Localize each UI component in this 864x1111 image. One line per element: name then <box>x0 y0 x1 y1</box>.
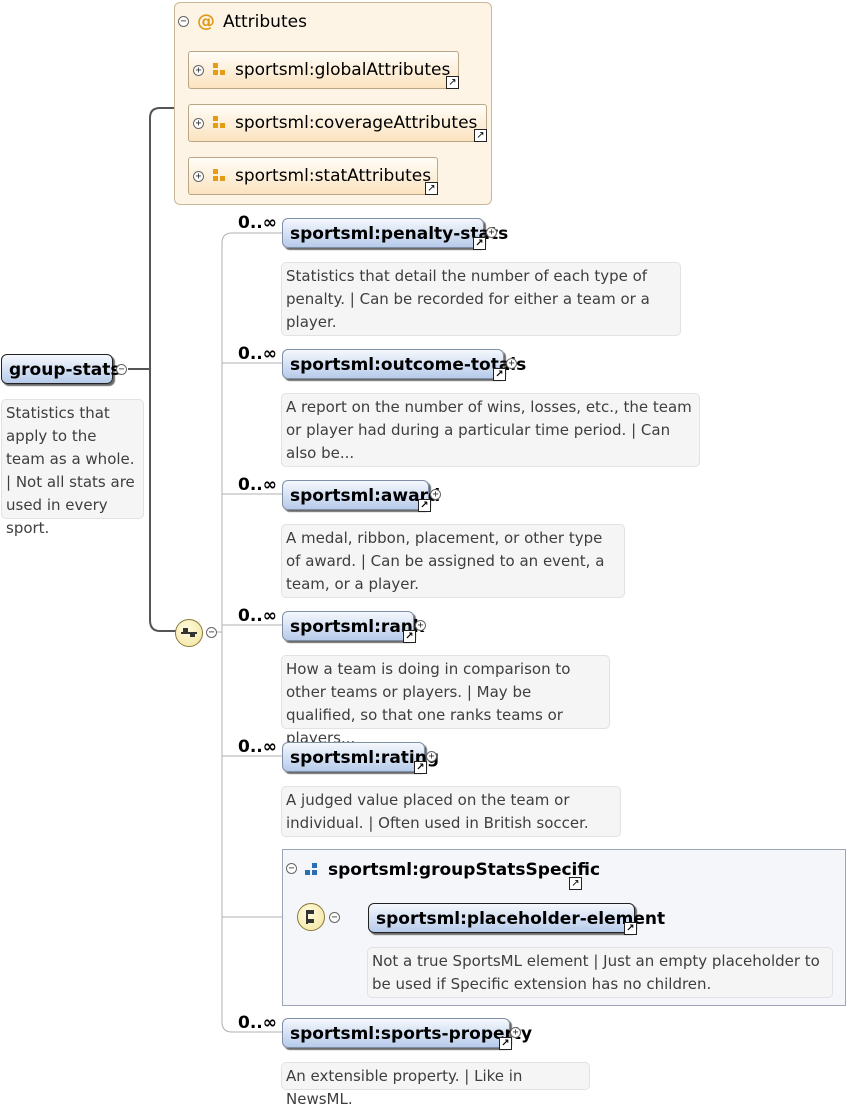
element-description: Not a true SportsML element | Just an em… <box>367 947 833 998</box>
root-element-group-stats[interactable]: group-stats <box>1 354 121 384</box>
link-arrow-icon[interactable]: ↗ <box>499 1037 512 1050</box>
element-group-icon <box>305 863 317 875</box>
link-arrow-icon[interactable]: ↗ <box>624 922 637 935</box>
element-description: A judged value placed on the team or ind… <box>281 786 621 837</box>
cardinality-label: 0..∞ <box>238 606 277 626</box>
cardinality-label: 0..∞ <box>238 344 277 364</box>
cardinality-label: 0..∞ <box>238 475 277 495</box>
attributes-title: Attributes <box>223 12 307 32</box>
expand-icon[interactable]: + <box>510 1027 521 1038</box>
root-description: Statistics that apply to the team as a w… <box>1 399 144 537</box>
element-label: sportsml:penalty-stats <box>290 224 509 244</box>
cardinality-label: 0..∞ <box>238 737 277 757</box>
attribute-group-icon <box>213 116 225 128</box>
element-label: sportsml:outcome-totals <box>290 355 527 375</box>
element-placeholder-element[interactable]: sportsml:placeholder-element ↗ <box>368 903 665 935</box>
group-label: sportsml:groupStatsSpecific <box>328 860 601 880</box>
element-outcome-totals[interactable]: sportsml:outcome-totals ↗ <box>282 349 526 381</box>
expand-icon[interactable]: + <box>415 620 426 631</box>
expand-icon[interactable]: + <box>486 227 497 238</box>
element-rank[interactable]: sportsml:rank ↗ <box>282 611 424 643</box>
element-description: A report on the number of wins, losses, … <box>281 393 700 467</box>
element-label: sportsml:award <box>290 486 441 506</box>
link-arrow-icon[interactable]: ↗ <box>446 76 459 89</box>
collapse-icon[interactable]: − <box>329 912 340 923</box>
expand-icon[interactable]: + <box>193 65 204 76</box>
link-arrow-icon[interactable]: ↗ <box>414 761 427 774</box>
attributes-panel: − @ Attributes + sportsml:globalAttribut… <box>174 2 492 205</box>
attribute-group-label: sportsml:statAttributes <box>235 166 432 186</box>
expand-icon[interactable]: + <box>193 171 204 182</box>
attribute-group-coverage[interactable]: + sportsml:coverageAttributes ↗ <box>188 104 487 142</box>
attribute-at-icon: @ <box>197 11 215 32</box>
attribute-group-stat[interactable]: + sportsml:statAttributes ↗ <box>188 157 438 195</box>
element-description: An extensible property. | Like in NewsML… <box>281 1062 590 1108</box>
attribute-group-label: sportsml:globalAttributes <box>235 60 451 80</box>
attribute-group-icon <box>213 63 225 75</box>
element-award[interactable]: sportsml:award ↗ <box>282 480 440 512</box>
collapse-icon[interactable]: − <box>178 16 189 27</box>
element-description: How a team is doing in comparison to oth… <box>281 655 610 747</box>
attribute-group-global[interactable]: + sportsml:globalAttributes ↗ <box>188 51 459 89</box>
link-arrow-icon[interactable]: ↗ <box>473 237 486 250</box>
link-arrow-icon[interactable]: ↗ <box>493 368 506 381</box>
element-label: sportsml:rank <box>290 617 425 637</box>
collapse-icon[interactable]: − <box>286 863 297 874</box>
element-label: sportsml:placeholder-element <box>376 909 666 929</box>
cardinality-label: 0..∞ <box>238 1013 277 1033</box>
element-label: sportsml:sports-property <box>290 1024 533 1044</box>
link-arrow-icon[interactable]: ↗ <box>403 630 416 643</box>
attribute-group-label: sportsml:coverageAttributes <box>235 113 478 133</box>
link-arrow-icon[interactable]: ↗ <box>418 499 431 512</box>
element-sports-property[interactable]: sportsml:sports-property ↗ <box>282 1018 532 1050</box>
expand-icon[interactable]: + <box>430 489 441 500</box>
cardinality-label: 0..∞ <box>238 213 277 233</box>
element-description: Statistics that detail the number of eac… <box>281 262 681 336</box>
sequence-compositor-icon[interactable] <box>175 619 203 647</box>
link-arrow-icon[interactable]: ↗ <box>474 129 487 142</box>
expand-icon[interactable]: + <box>426 751 437 762</box>
collapse-icon[interactable]: − <box>206 627 217 638</box>
element-description: A medal, ribbon, placement, or other typ… <box>281 524 625 598</box>
element-rating[interactable]: sportsml:rating ↗ <box>282 742 439 774</box>
element-label: group-stats <box>9 360 121 380</box>
link-arrow-icon[interactable]: ↗ <box>569 877 582 890</box>
collapse-icon[interactable]: − <box>116 364 127 375</box>
attribute-group-icon <box>213 169 225 181</box>
element-penalty-stats[interactable]: sportsml:penalty-stats ↗ <box>282 218 508 250</box>
sequence-compositor-icon[interactable] <box>297 903 325 931</box>
link-arrow-icon[interactable]: ↗ <box>425 182 438 195</box>
element-label: sportsml:rating <box>290 748 440 768</box>
expand-icon[interactable]: + <box>506 358 517 369</box>
expand-icon[interactable]: + <box>193 118 204 129</box>
